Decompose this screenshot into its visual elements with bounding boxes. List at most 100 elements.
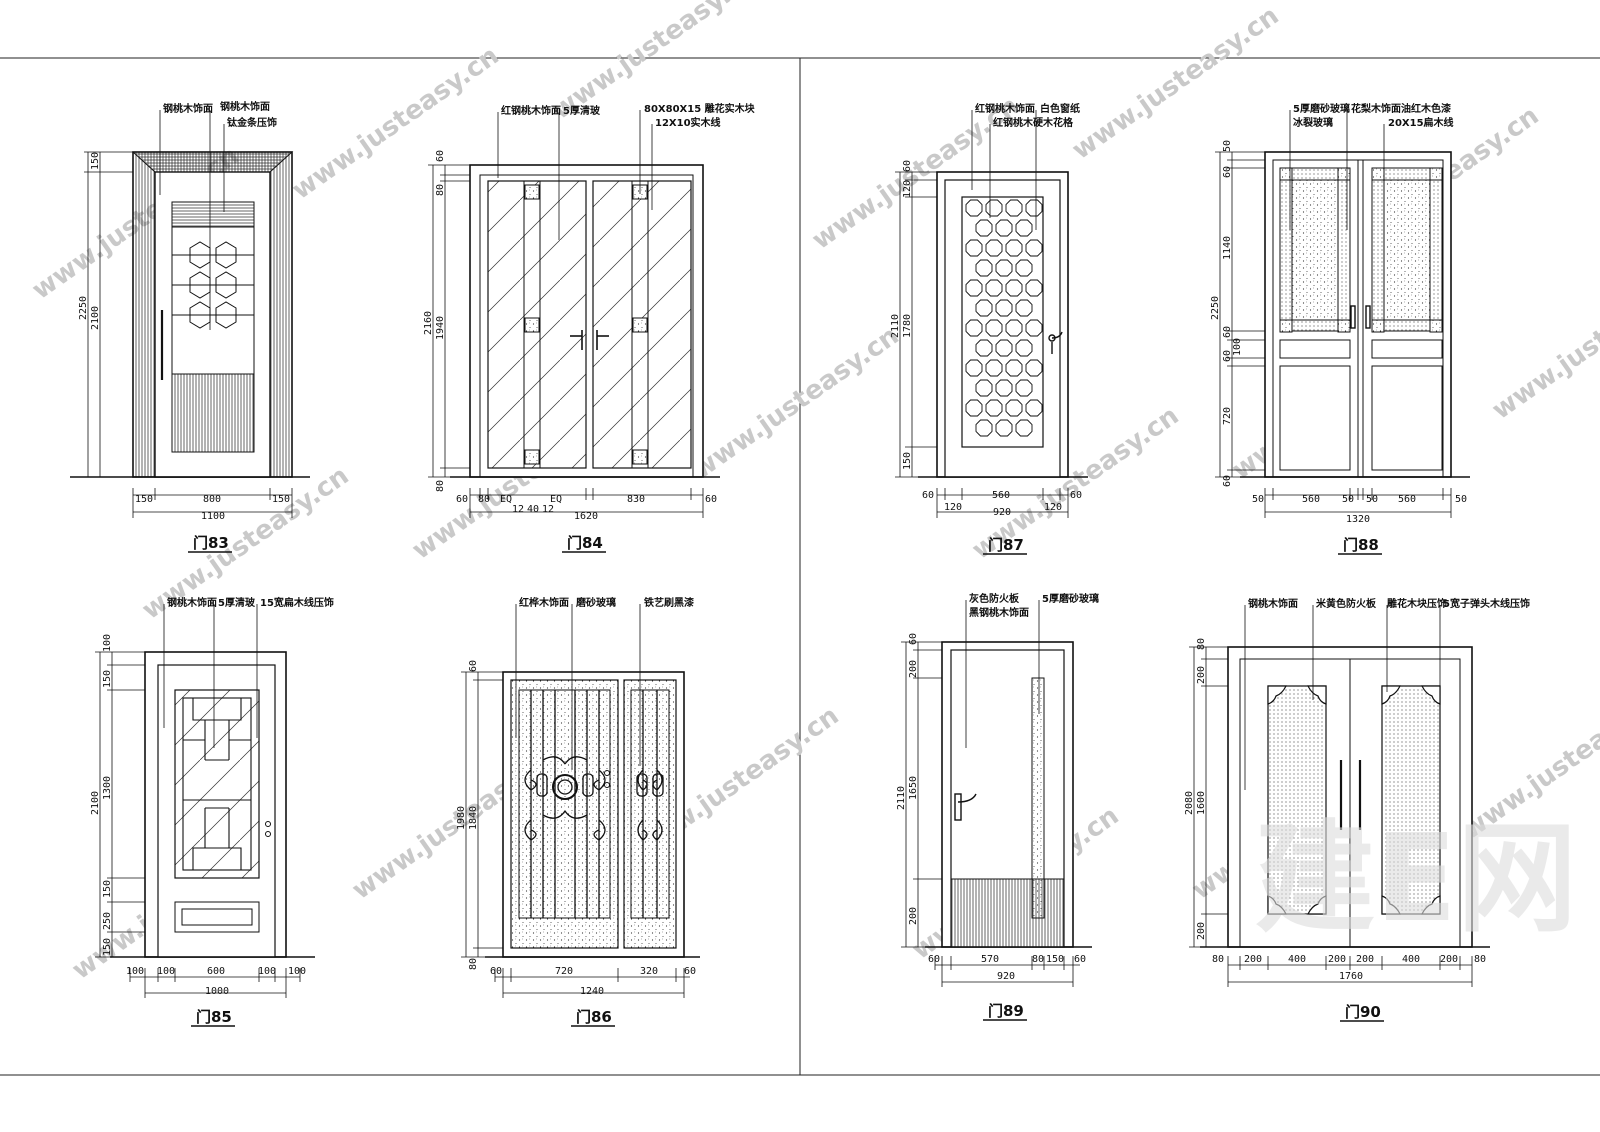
door-89-hdim: 60: [928, 954, 940, 965]
door-85-lattice: [182, 697, 252, 871]
door-83-title: 门83: [193, 534, 229, 552]
lattice-cell: [995, 299, 1013, 317]
door-85-vdim: 1300: [102, 776, 113, 800]
door-90-handles: [1339, 760, 1362, 830]
lattice-cell: [1005, 239, 1023, 257]
door-88-vdim: 50: [1222, 140, 1233, 152]
lattice-cell: [1025, 239, 1043, 257]
lattice-cell: [1025, 399, 1043, 417]
door-84-vdim: 1940: [435, 316, 446, 340]
lattice-cell: [975, 299, 993, 317]
door-90-hdim: 200: [1244, 954, 1262, 965]
door-89-note: 灰色防火板: [969, 592, 1020, 605]
door-88-corner-ornaments: [1279, 167, 1443, 333]
door-85-hdim: 100: [126, 966, 144, 977]
door-83-vdim: 2100: [90, 306, 101, 330]
door-89-note: 黑钢桃木饰面: [969, 606, 1029, 619]
door-89-vdim: 2110: [896, 786, 907, 810]
door-85-vdim: 150: [102, 880, 113, 898]
door-84-note: 80X80X15 雕花实木块: [644, 102, 756, 115]
door-83-glass-panel: [171, 226, 255, 375]
lattice-cell: [1005, 319, 1023, 337]
door-84-hdim: 60: [705, 494, 717, 505]
lattice-cell: [985, 199, 1003, 217]
lattice-cell: [1015, 219, 1033, 237]
door-84-hdim: 830: [627, 494, 645, 505]
door-87-vdim: 120: [902, 180, 913, 198]
lattice-cell: [995, 379, 1013, 397]
door-83-hdim: 800: [203, 494, 221, 505]
lattice-cell: [975, 379, 993, 397]
door-87-vdim: 2110: [890, 314, 901, 338]
lattice-cell: [995, 339, 1013, 357]
door-87-hdim: 920: [993, 507, 1011, 518]
lattice-cell: [965, 319, 983, 337]
door-88-vdim: 2250: [1210, 296, 1221, 320]
door-90-hdim: 200: [1356, 954, 1374, 965]
door-85-hdim: 100: [258, 966, 276, 977]
door-89-hdim: 920: [997, 971, 1015, 982]
door-84-vdim: 80: [435, 184, 446, 196]
door-90-vdim: 1600: [1196, 791, 1207, 815]
door-90-note: 雕花木块压饰: [1387, 597, 1447, 610]
door-84-note: 12X10实木线: [655, 116, 721, 129]
door-84-vdim: 2160: [423, 311, 434, 335]
door-84-hdim: 40: [527, 504, 539, 515]
door-89-title: 门89: [988, 1002, 1024, 1020]
door-90-hdim: 200: [1328, 954, 1346, 965]
door-89-hdim: 80: [1032, 954, 1044, 965]
lattice-cell: [965, 279, 983, 297]
door-89-vdim: 200: [908, 660, 919, 678]
door-88-hdim: 50: [1342, 494, 1354, 505]
lattice-cell: [1015, 259, 1033, 277]
door-88-handles: [1350, 305, 1371, 329]
door-84: 2160 1940 80 60 80 60 80 EQ EQ 12 40 12 …: [423, 102, 756, 553]
door-88-vdim: 1140: [1222, 236, 1233, 260]
door-89-vdim: 60: [908, 633, 919, 645]
door-83-hdim: 1100: [201, 511, 225, 522]
lattice-cell: [975, 419, 993, 437]
door-89-hdim: 60: [1074, 954, 1086, 965]
lattice-cell: [1015, 379, 1033, 397]
door-87-note: 白色窗纸: [1040, 102, 1080, 115]
door-84-vdim: 60: [435, 150, 446, 162]
door-90-vdim: 200: [1196, 922, 1207, 940]
door-90-panel-right: [1381, 685, 1441, 915]
door-84-hdim: 80: [478, 494, 490, 505]
lattice-cell: [975, 259, 993, 277]
door-83: 2250 2100 150 150 800 150 1100 钢桃木饰面 钢桃木…: [70, 100, 310, 553]
door-86-title: 门86: [576, 1008, 612, 1026]
door-87-lattice: [965, 199, 1043, 437]
lattice-cell: [985, 359, 1003, 377]
door-86-hdim: 720: [555, 966, 573, 977]
door-90-hdim: 80: [1212, 954, 1224, 965]
door-83-hdim: 150: [135, 494, 153, 505]
lattice-cell: [965, 239, 983, 257]
door-83-hdim: 150: [272, 494, 290, 505]
door-85-vdim: 250: [102, 912, 113, 930]
door-88-hdim: 560: [1302, 494, 1320, 505]
door-86-note: 红桦木饰面: [519, 596, 569, 609]
door-85-vdim: 150: [102, 938, 113, 956]
door-88-lower-panels: [1279, 365, 1351, 471]
site-watermark: www.justeasy.cn: [687, 321, 905, 486]
lattice-cell: [1015, 299, 1033, 317]
door-84-hdim: 60: [456, 494, 468, 505]
door-87-hdim: 560: [992, 490, 1010, 501]
lattice-cell: [985, 399, 1003, 417]
door-90-note: 钢桃木饰面: [1248, 597, 1298, 610]
door-85-note: 15宽扁木线压饰: [260, 596, 334, 609]
lattice-cell: [1005, 199, 1023, 217]
door-85-glass-panel: [174, 689, 260, 879]
door-86-hdim: 320: [640, 966, 658, 977]
door-88-note: 20X15扁木线: [1388, 116, 1454, 129]
lattice-cell: [1005, 359, 1023, 377]
door-85-title: 门85: [196, 1008, 232, 1026]
door-90-hdim: 200: [1440, 954, 1458, 965]
lattice-cell: [1025, 279, 1043, 297]
door-88-vdim: 60: [1222, 475, 1233, 487]
door-87-vdim: 1780: [902, 314, 913, 338]
door-90-panel-left: [1267, 685, 1327, 915]
door-84-carved-blocks: [524, 184, 648, 465]
door-84-hdim: 1620: [574, 511, 598, 522]
